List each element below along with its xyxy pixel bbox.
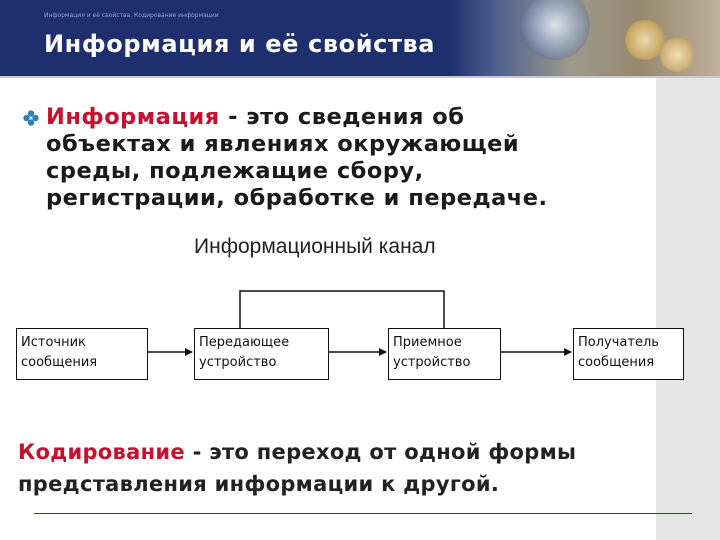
coding-line: представления информации к другой. (18, 472, 500, 496)
box-label: Получатель (578, 335, 659, 350)
box-receiving-device: Приемное устройство (388, 328, 501, 380)
header-divider (0, 76, 720, 78)
box-transmitting-device: Передающее устройство (194, 328, 329, 380)
coding-definition: Кодирование - это переход от одной формы… (18, 436, 698, 500)
box-label: Передающее (199, 335, 290, 350)
header-tagline: Информация и её свойства. Кодирование ин… (44, 12, 219, 19)
definition-line: среды, подлежащие сбору, (46, 158, 424, 184)
coding-term: Кодирование (18, 440, 185, 464)
box-label: Источник (21, 335, 86, 350)
disc-decoration (520, 0, 590, 60)
box-message-recipient: Получатель сообщения (573, 328, 684, 380)
header-banner: Информация и её свойства. Кодирование ин… (0, 0, 720, 78)
page-title: Информация и её свойства (44, 30, 436, 58)
box-label: Приемное (393, 335, 462, 350)
coin-decoration (625, 20, 665, 60)
channel-title: Информационный канал (194, 235, 436, 258)
definition-term: Информация (46, 104, 220, 130)
definition-line: Информация - это сведения об (46, 104, 662, 131)
box-message-source: Источник сообщения (16, 328, 148, 380)
information-definition: Информация - это сведения об объектах и … (22, 104, 662, 212)
box-label: сообщения (578, 355, 655, 370)
definition-line: регистрации, обработке и передаче. (46, 185, 548, 211)
diamond-bullet-icon (23, 110, 39, 126)
box-label: сообщения (21, 355, 98, 370)
feedback-connector-line (239, 290, 445, 328)
header-decorative-photos (450, 0, 720, 78)
definition-line1-rest: - это сведения об (219, 104, 465, 130)
definition-line: объектах и явлениях окружающей (46, 131, 520, 157)
coding-line: Кодирование - это переход от одной формы (18, 436, 698, 468)
box-label: устройство (199, 355, 277, 370)
box-label: устройство (393, 355, 471, 370)
coin-decoration (660, 38, 694, 72)
right-side-band (656, 78, 720, 540)
coding-line1-rest: - это переход от одной формы (184, 440, 577, 464)
footer-divider (34, 513, 692, 514)
